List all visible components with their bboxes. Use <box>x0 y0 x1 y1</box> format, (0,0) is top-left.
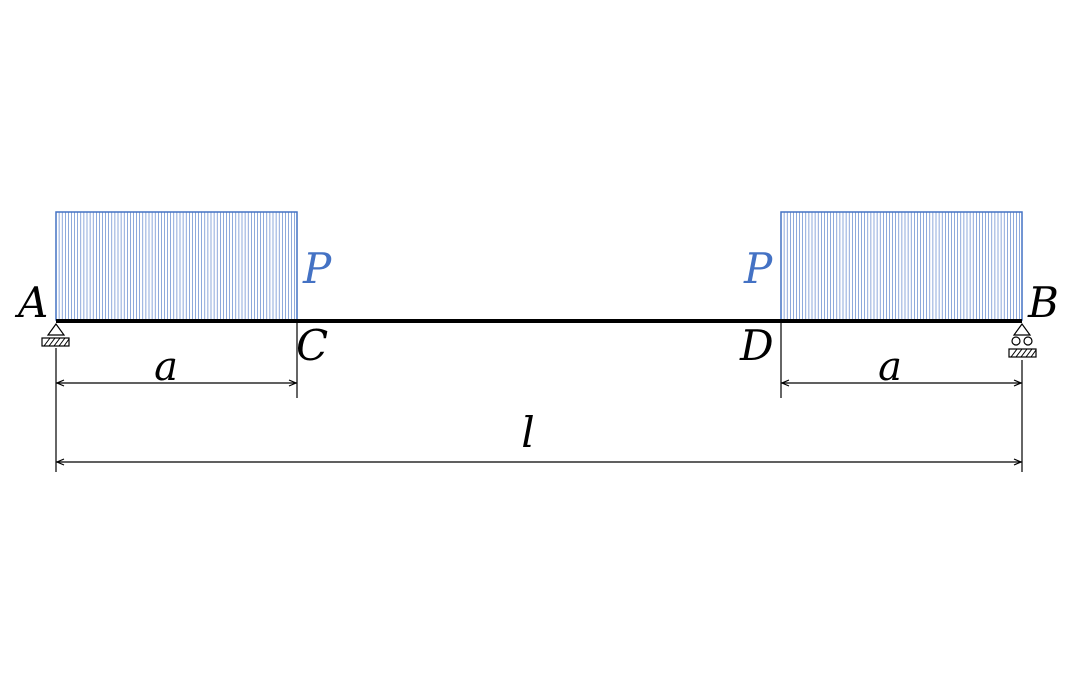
point-label-a: A <box>14 278 48 327</box>
point-label-b: B <box>1027 278 1059 327</box>
dimension-label-total-l: l <box>521 408 534 457</box>
right-load-hatch <box>783 212 1021 320</box>
point-label-d: D <box>739 321 774 370</box>
dimension-label-right-a: a <box>878 344 902 390</box>
arrowhead-icon <box>288 379 298 387</box>
arrowhead-icon <box>1013 458 1023 466</box>
left-distributed-load <box>55 211 298 321</box>
dimension-lines <box>55 322 1023 472</box>
ground-hatch <box>1010 348 1037 358</box>
support-b-roller <box>1008 322 1037 358</box>
arrowhead-icon <box>55 379 65 387</box>
ground-hatch <box>43 337 70 347</box>
load-label-left: P <box>302 244 332 293</box>
right-distributed-load <box>780 211 1023 321</box>
roller-triangle-icon <box>1012 322 1032 336</box>
support-a-pin <box>41 322 70 347</box>
arrowhead-icon <box>1013 379 1023 387</box>
dimension-label-left-a: a <box>154 344 178 390</box>
load-label-right: P <box>743 244 773 293</box>
arrowhead-icon <box>780 379 790 387</box>
dimension-arrowheads <box>55 379 1023 466</box>
point-label-c: C <box>296 321 328 370</box>
roller-wheel-icon <box>1023 336 1033 346</box>
pin-triangle-icon <box>46 322 66 336</box>
arrowhead-icon <box>55 458 65 466</box>
roller-wheel-icon <box>1011 336 1021 346</box>
ground-base <box>41 337 70 347</box>
ground-base <box>1008 348 1037 358</box>
left-load-hatch <box>58 212 296 320</box>
